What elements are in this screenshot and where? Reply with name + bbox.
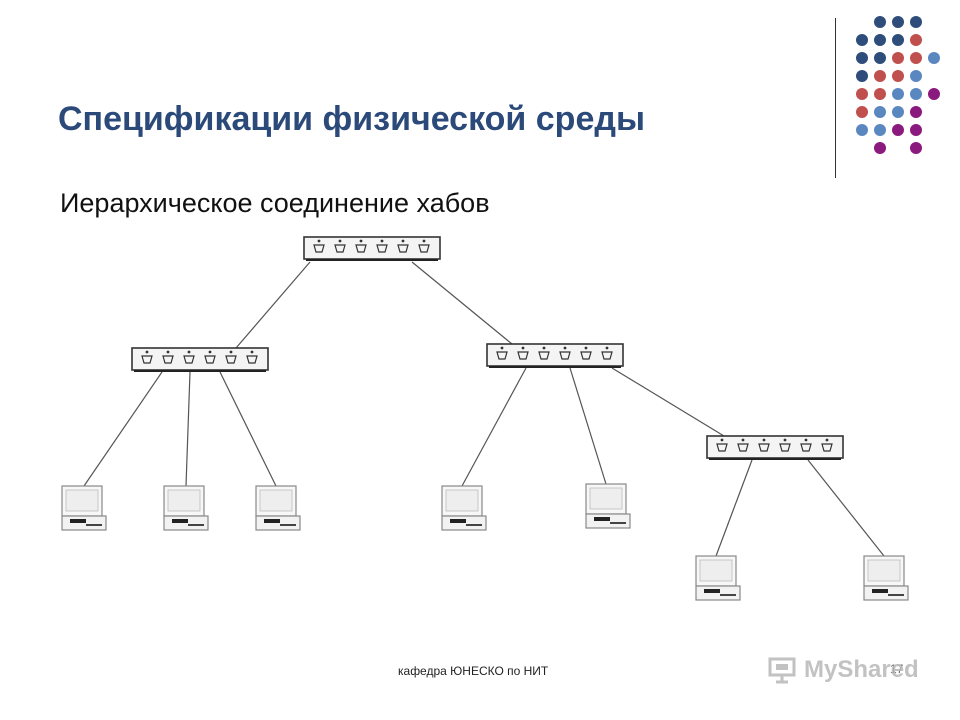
decorative-dot xyxy=(892,106,904,118)
network-cable xyxy=(83,371,163,487)
decorative-dot xyxy=(874,52,886,64)
hub-port-icon xyxy=(716,443,728,452)
hub-port-icon xyxy=(313,244,325,253)
hub-port-icon xyxy=(418,244,430,253)
decorative-dot xyxy=(892,52,904,64)
decorative-dot xyxy=(892,70,904,82)
hub-port-icon xyxy=(559,351,571,360)
hub-port-icon xyxy=(496,351,508,360)
hub-port-icon xyxy=(225,355,237,364)
decorative-dot xyxy=(856,88,868,100)
decorative-dot xyxy=(874,106,886,118)
decorative-dot xyxy=(856,34,868,46)
decorative-dot xyxy=(874,70,886,82)
decorative-dot xyxy=(910,16,922,28)
pc-3 xyxy=(255,485,301,531)
decorative-dot xyxy=(874,124,886,136)
decorative-dot xyxy=(856,106,868,118)
network-cable xyxy=(411,261,513,345)
hub-right xyxy=(486,343,624,368)
network-cable xyxy=(569,367,607,485)
watermark-text: MyShared xyxy=(804,656,919,683)
pc-7 xyxy=(863,555,909,601)
pc-6 xyxy=(695,555,741,601)
pc-1 xyxy=(61,485,107,531)
decorative-dot-grid xyxy=(856,16,940,154)
hub-port-icon xyxy=(376,244,388,253)
network-cable xyxy=(807,459,885,557)
hub-port-icon xyxy=(141,355,153,364)
hub-port-icon xyxy=(334,244,346,253)
decorative-dot xyxy=(874,142,886,154)
slide-subtitle: Иерархическое соединение хабов xyxy=(60,188,490,218)
network-cable xyxy=(185,371,191,487)
hub-port-icon xyxy=(355,244,367,253)
decorative-dot xyxy=(856,124,868,136)
decorative-dot xyxy=(928,52,940,64)
hub-port-icon xyxy=(758,443,770,452)
hub-port-icon xyxy=(821,443,833,452)
pc-5 xyxy=(585,483,631,529)
decorative-dot xyxy=(910,124,922,136)
hub-port-icon xyxy=(397,244,409,253)
hub-port-icon xyxy=(162,355,174,364)
network-cable xyxy=(461,367,527,487)
hub-right-child xyxy=(706,435,844,460)
hub-port-icon xyxy=(601,351,613,360)
hub-hierarchy-diagram xyxy=(61,236,909,601)
hub-left xyxy=(131,347,269,372)
network-cable xyxy=(219,371,277,487)
footer-department: кафедра ЮНЕСКО по НИТ xyxy=(398,664,549,678)
presentation-icon xyxy=(768,657,796,684)
network-cable xyxy=(235,261,311,349)
decorative-dot xyxy=(910,88,922,100)
hub-port-icon xyxy=(204,355,216,364)
decorative-dot xyxy=(856,52,868,64)
hub-root xyxy=(303,236,441,261)
decorative-dot xyxy=(874,16,886,28)
decorative-dot xyxy=(892,88,904,100)
page-number: 17 xyxy=(890,662,904,676)
network-cable xyxy=(715,459,753,557)
decorative-dot xyxy=(910,52,922,64)
decorative-dot xyxy=(892,124,904,136)
hub-port-icon xyxy=(183,355,195,364)
header-divider xyxy=(835,18,836,178)
hub-port-icon xyxy=(538,351,550,360)
hub-port-icon xyxy=(517,351,529,360)
decorative-dot xyxy=(928,88,940,100)
slide-title: Спецификации физической среды xyxy=(58,100,645,138)
hub-port-icon xyxy=(737,443,749,452)
decorative-dot xyxy=(874,88,886,100)
hub-port-icon xyxy=(580,351,592,360)
decorative-dot xyxy=(910,34,922,46)
decorative-dot xyxy=(874,34,886,46)
pc-4 xyxy=(441,485,487,531)
decorative-dot xyxy=(910,142,922,154)
hub-port-icon xyxy=(800,443,812,452)
decorative-dot xyxy=(910,106,922,118)
hub-port-icon xyxy=(246,355,258,364)
watermark-logo: MyShared xyxy=(768,656,919,684)
decorative-dot xyxy=(910,70,922,82)
pc-2 xyxy=(163,485,209,531)
decorative-dot xyxy=(892,34,904,46)
network-cable xyxy=(611,367,725,437)
hub-port-icon xyxy=(779,443,791,452)
decorative-dot xyxy=(856,70,868,82)
decorative-dot xyxy=(892,16,904,28)
